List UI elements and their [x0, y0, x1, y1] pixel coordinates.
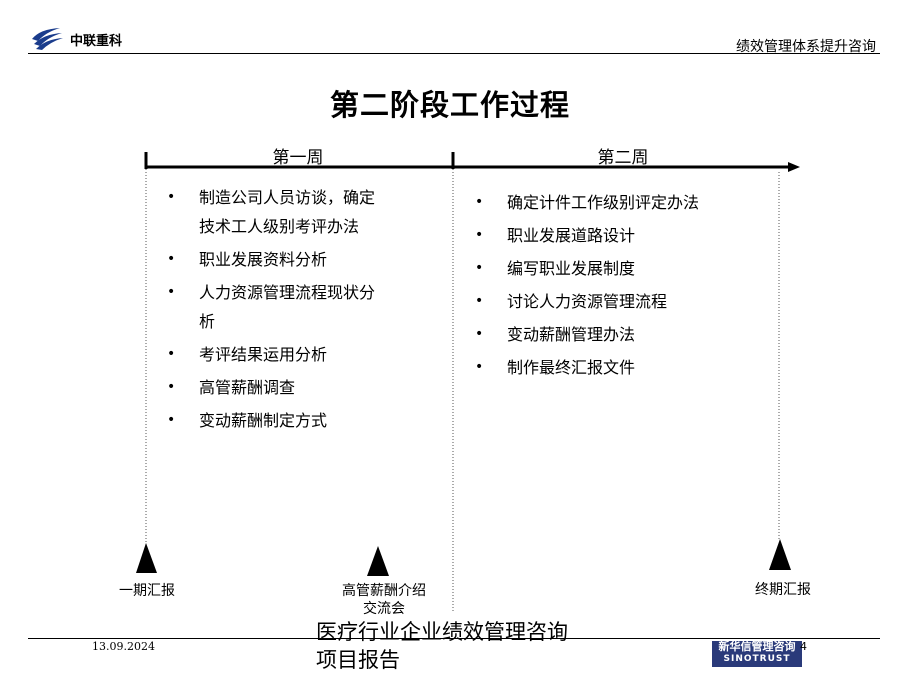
milestone-2-triangle	[367, 546, 389, 576]
footer-report-title: 医疗行业企业绩效管理咨询项目报告	[316, 620, 568, 672]
slide-title: 第二阶段工作过程	[329, 88, 570, 122]
header-divider	[28, 53, 880, 54]
company-name: 中联重科	[70, 34, 123, 49]
bullet-icon: •	[167, 346, 176, 362]
list-item: •职业发展资料分析	[167, 245, 389, 274]
bullet-icon: •	[475, 326, 484, 342]
list-item: •变动薪酬制定方式	[167, 406, 389, 435]
bullet-icon: •	[167, 412, 176, 428]
milestone-1-triangle	[136, 543, 157, 573]
list-item: •高管薪酬调查	[167, 373, 389, 402]
bullet-icon: •	[167, 189, 176, 205]
list-item: •变动薪酬管理办法	[475, 320, 707, 349]
week-1-label: 第一周	[272, 148, 324, 168]
list-item: •制造公司人员访谈，确定技术工人级别考评办法	[167, 183, 389, 241]
bullet-icon: •	[475, 260, 484, 276]
week-2-label: 第二周	[597, 148, 649, 168]
sinotrust-logo: 新华信管理咨询 SINOTRUST	[712, 641, 802, 667]
company-logo-icon	[32, 28, 63, 50]
list-item: •制作最终汇报文件	[475, 353, 707, 382]
page-number: 4	[800, 640, 807, 653]
footer-date: 13.09.2024	[92, 640, 155, 653]
week-1-task-list: •制造公司人员访谈，确定技术工人级别考评办法 •职业发展资料分析 •人力资源管理…	[167, 183, 389, 439]
list-item: •讨论人力资源管理流程	[475, 287, 707, 316]
milestone-3-triangle	[769, 539, 791, 570]
footer-divider	[28, 638, 880, 639]
list-item: •人力资源管理流程现状分析	[167, 278, 389, 336]
list-item: •职业发展道路设计	[475, 221, 707, 250]
header-project-title: 绩效管理体系提升咨询	[736, 39, 876, 55]
brand-cn: 新华信管理咨询	[718, 640, 796, 653]
milestone-1-label: 一期汇报	[119, 583, 175, 599]
timeline-arrow-head	[788, 162, 800, 172]
bullet-icon: •	[475, 293, 484, 309]
list-item: •编写职业发展制度	[475, 254, 707, 283]
bullet-icon: •	[475, 227, 484, 243]
brand-en: SINOTRUST	[723, 654, 791, 664]
milestone-3-label: 终期汇报	[755, 582, 811, 598]
bullet-icon: •	[475, 359, 484, 375]
bullet-icon: •	[167, 251, 176, 267]
list-item: •考评结果运用分析	[167, 340, 389, 369]
list-item: •确定计件工作级别评定办法	[475, 188, 707, 217]
milestone-2-label: 高管薪酬介绍交流会	[342, 583, 426, 617]
bullet-icon: •	[167, 284, 176, 300]
bullet-icon: •	[167, 379, 176, 395]
week-2-task-list: •确定计件工作级别评定办法 •职业发展道路设计 •编写职业发展制度 •讨论人力资…	[475, 188, 707, 386]
bullet-icon: •	[475, 194, 484, 210]
